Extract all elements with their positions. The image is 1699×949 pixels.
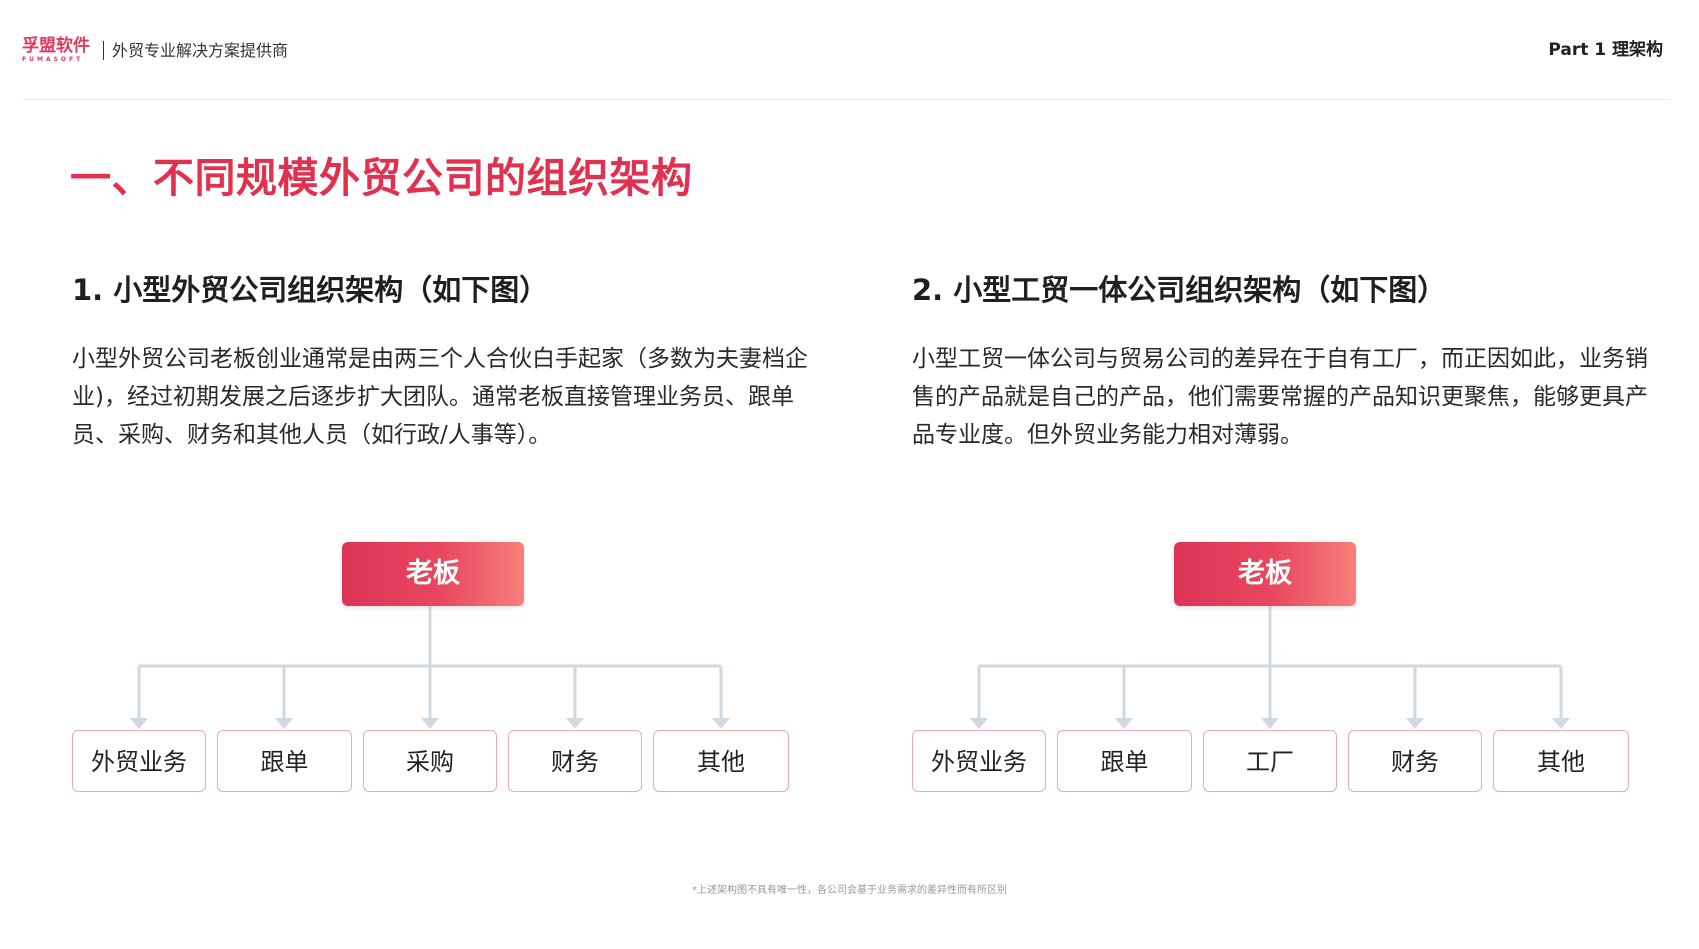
org-dept-box: 其他 bbox=[1493, 730, 1629, 792]
org-dept-box: 外贸业务 bbox=[912, 730, 1046, 792]
logo-cn-text: 孚盟软件 bbox=[22, 36, 90, 56]
org-dept-box: 财务 bbox=[1348, 730, 1482, 792]
org-chart: 老板 外贸业务 跟单 工厂 财务 其他 bbox=[912, 542, 1652, 812]
company-tagline: 外贸专业解决方案提供商 bbox=[112, 41, 289, 60]
header-divider bbox=[103, 41, 104, 60]
page-header: 孚盟软件 FUMASOFT 外贸专业解决方案提供商 Part 1 理架构 bbox=[0, 0, 1699, 100]
company-logo: 孚盟软件 FUMASOFT bbox=[22, 36, 96, 66]
footnote: *上述架构图不具有唯一性，各公司会基于业务需求的差异性而有所区别 bbox=[692, 885, 1007, 896]
header-rule bbox=[22, 99, 1670, 100]
org-dept-box: 采购 bbox=[363, 730, 497, 792]
logo-en-text: FUMASOFT bbox=[22, 56, 84, 63]
section-body: 小型外贸公司老板创业通常是由两三个人合伙白手起家（多数为夫妻档企业)，经过初期发… bbox=[72, 346, 808, 448]
org-dept-box: 跟单 bbox=[217, 730, 352, 792]
org-chart-connectors bbox=[970, 606, 1570, 729]
org-dept-box: 跟单 bbox=[1057, 730, 1192, 792]
org-top-box-boss: 老板 bbox=[342, 542, 524, 606]
section-small-trading-company: 1. 小型外贸公司组织架构（如下图） 小型外贸公司老板创业通常是由两三个人合伙白… bbox=[72, 270, 832, 830]
section-small-industry-trade-company: 2. 小型工贸一体公司组织架构（如下图） 小型工贸一体公司与贸易公司的差异在于自… bbox=[912, 270, 1672, 830]
org-dept-box: 其他 bbox=[653, 730, 789, 792]
section-body: 小型工贸一体公司与贸易公司的差异在于自有工厂，而正因如此，业务销售的产品就是自己… bbox=[912, 346, 1648, 448]
section-heading: 2. 小型工贸一体公司组织架构（如下图） bbox=[912, 273, 1447, 307]
org-dept-box: 工厂 bbox=[1203, 730, 1337, 792]
org-dept-box: 外贸业务 bbox=[72, 730, 206, 792]
org-top-box-boss: 老板 bbox=[1174, 542, 1356, 606]
part-label: Part 1 理架构 bbox=[1548, 40, 1663, 60]
org-chart: 老板 外贸业务 跟单 采购 财务 其他 bbox=[72, 542, 812, 812]
page-title: 一、不同规模外贸公司的组织架构 bbox=[70, 154, 693, 202]
org-dept-box: 财务 bbox=[508, 730, 642, 792]
section-heading: 1. 小型外贸公司组织架构（如下图） bbox=[72, 273, 549, 307]
org-chart-connectors bbox=[130, 606, 730, 729]
